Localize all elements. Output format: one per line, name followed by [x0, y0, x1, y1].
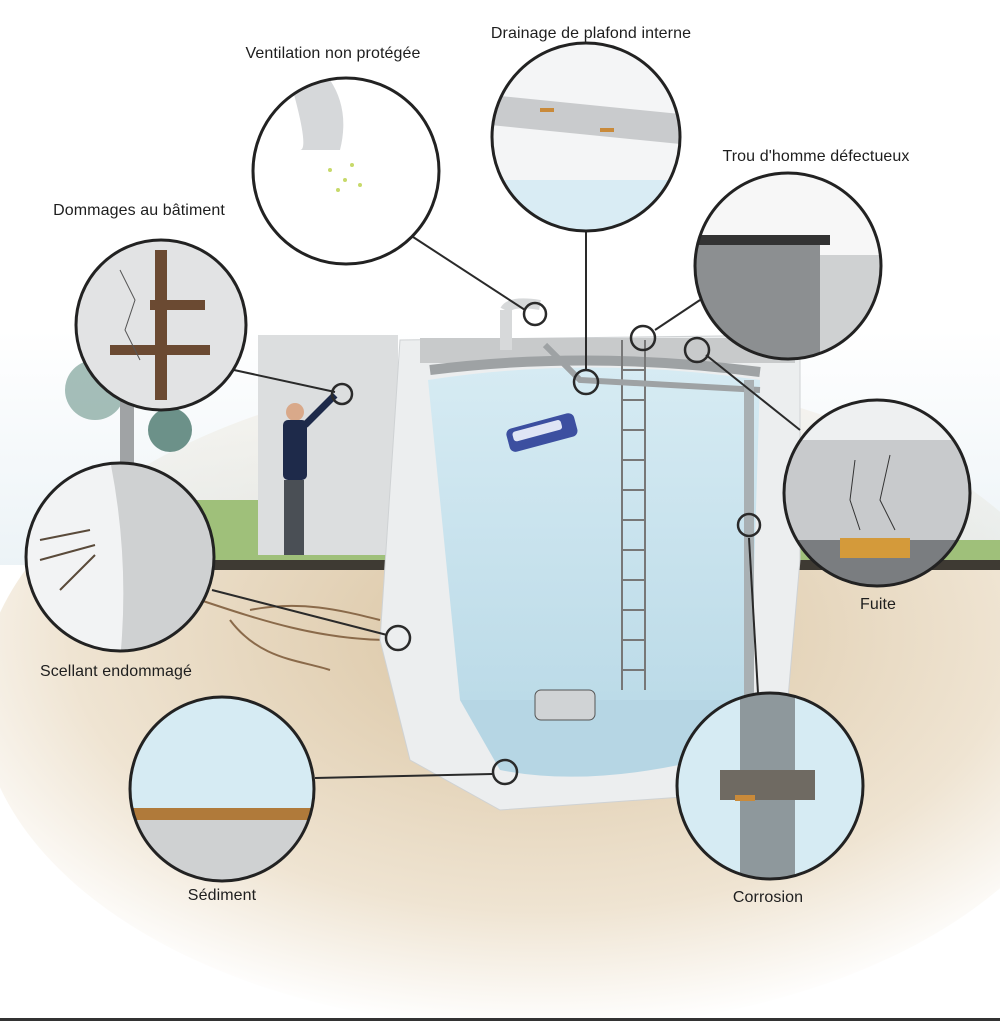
marker-drainage [572, 368, 600, 396]
tank [379, 298, 801, 811]
label-sealant: Scellant endommagé [39, 663, 193, 680]
detail-ventilation [254, 79, 438, 263]
marker-sediment [491, 758, 519, 786]
ladder [621, 340, 646, 690]
label-sediment: Sédiment [187, 887, 257, 904]
label-manhole: Trou d'homme défectueux [722, 148, 910, 165]
label-building-damage: Dommages au bâtiment [53, 202, 225, 219]
detail-corrosion [678, 694, 862, 878]
label-ventilation: Ventilation non protégée [245, 45, 421, 62]
marker-manhole [629, 324, 657, 352]
marker-corrosion [736, 512, 762, 538]
connector-lines [211, 232, 801, 779]
label-drainage: Drainage de plafond interne [490, 25, 692, 42]
marker-ventilation [522, 301, 548, 327]
crawler-robot [534, 689, 596, 721]
inspector-person [283, 392, 338, 555]
marker-building [330, 382, 354, 406]
detail-building-damage [77, 241, 245, 409]
marker-leak [683, 336, 711, 364]
marker-sealant [384, 624, 412, 652]
detail-leak [785, 401, 969, 585]
drone [506, 413, 578, 452]
label-corrosion: Corrosion [732, 889, 804, 906]
label-leak: Fuite [859, 596, 897, 613]
hotspot-markers [330, 301, 762, 786]
